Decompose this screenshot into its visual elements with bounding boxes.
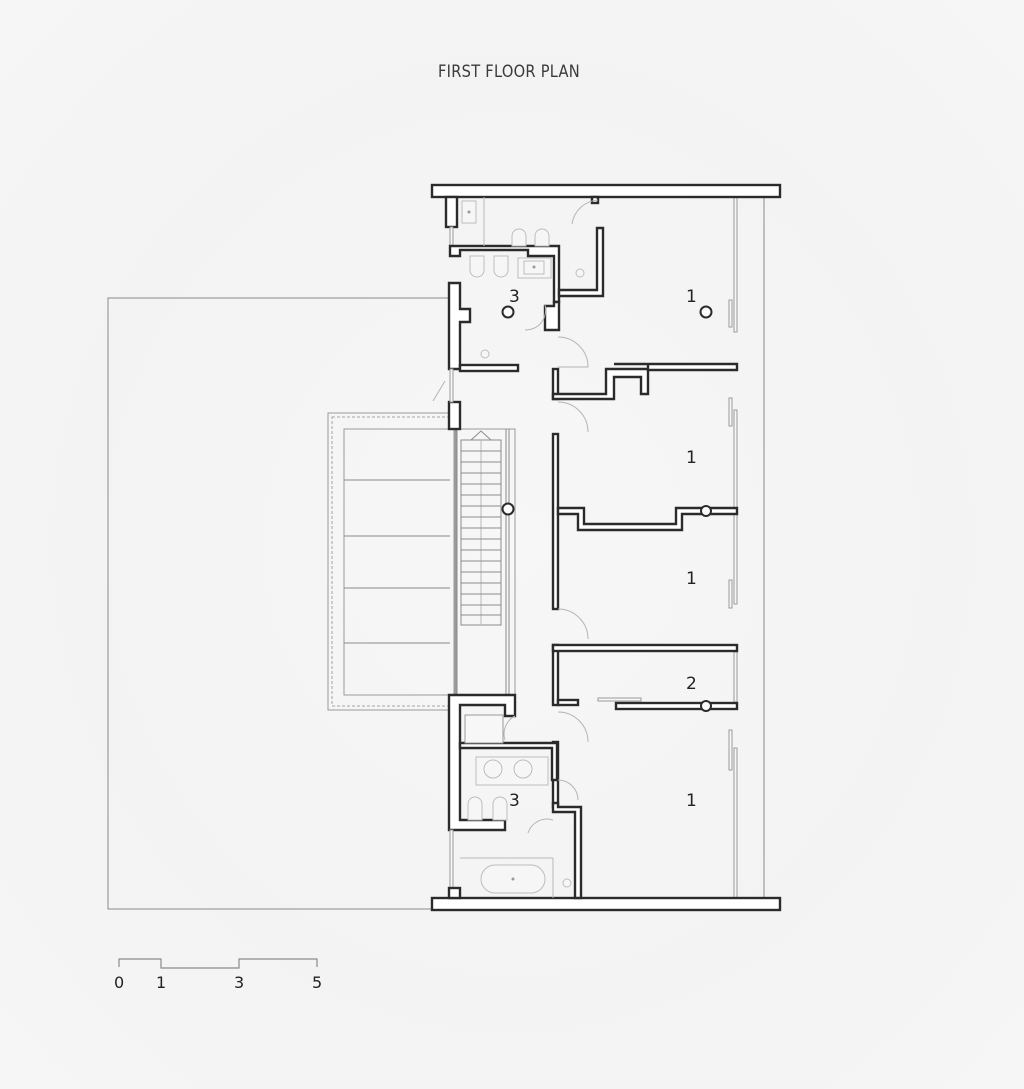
exterior-walls xyxy=(430,183,782,912)
scale-tick-5: 5 xyxy=(312,973,322,992)
room-label-bedroom-bottom: 1 xyxy=(686,791,697,811)
facade-right xyxy=(728,196,765,899)
scale-tick-1: 1 xyxy=(156,973,166,992)
room-label-bedroom-3: 1 xyxy=(686,569,697,589)
columns xyxy=(501,305,713,712)
fixtures xyxy=(460,197,585,898)
room-label-storage: 2 xyxy=(686,674,697,694)
scale-bar: 0 1 3 5 xyxy=(114,958,322,992)
door-swings xyxy=(432,199,599,834)
scale-tick-0: 0 xyxy=(114,973,124,992)
terrace-outline xyxy=(107,297,455,910)
room-label-bedroom-top: 1 xyxy=(686,287,697,307)
room-labels: 1 3 1 1 2 3 1 xyxy=(509,287,697,811)
corridor-walls xyxy=(551,362,739,900)
room-label-bedroom-2: 1 xyxy=(686,448,697,468)
staircase xyxy=(454,428,516,696)
scale-tick-3: 3 xyxy=(234,973,244,992)
lower-bathroom-walls xyxy=(458,714,559,782)
stair-void xyxy=(327,412,457,711)
upper-bathroom-walls xyxy=(448,195,605,373)
plan-title: FIRST FLOOR PLAN xyxy=(438,62,580,82)
room-label-bathroom-bottom: 3 xyxy=(509,791,520,811)
column-icon xyxy=(501,502,515,516)
room-label-bathroom-top: 3 xyxy=(509,287,520,307)
